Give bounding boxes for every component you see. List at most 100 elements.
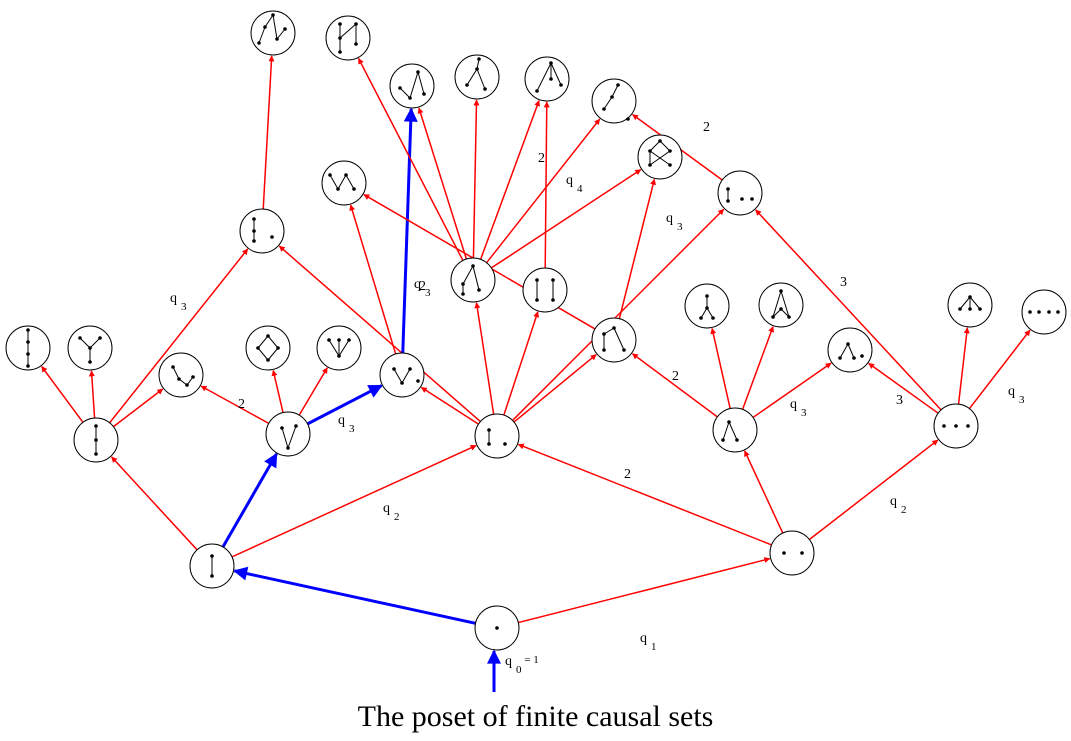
node-n10: [158, 352, 204, 398]
label-base: q: [414, 277, 421, 292]
causal-set-element: [191, 375, 195, 379]
node-circle: [265, 411, 311, 457]
causal-link: [772, 290, 782, 318]
edge-n5-n23: [512, 208, 725, 421]
node-circle: [245, 325, 291, 371]
label-base: 2: [624, 467, 631, 482]
causal-set-element: [280, 426, 284, 430]
node-n12: [316, 325, 362, 371]
causal-set-element: [461, 282, 465, 286]
causal-set-element: [471, 264, 475, 268]
edge-label-l_2f: 2: [419, 279, 426, 294]
causal-set-element: [852, 356, 856, 360]
causal-set-element: [495, 626, 499, 630]
causal-link: [649, 150, 671, 166]
edge-n1-n3: [111, 456, 198, 551]
edge-label-l_3b: 3: [896, 393, 903, 408]
edge-n5-n14: [513, 354, 597, 423]
causal-set-element: [347, 338, 351, 342]
causal-link: [550, 62, 562, 86]
causal-set-element: [477, 288, 481, 292]
edge-label-l_2c: 2: [672, 369, 679, 384]
causal-link: [969, 296, 981, 310]
causal-link: [466, 68, 478, 86]
causal-link: [89, 337, 101, 349]
label-base: 2: [538, 151, 545, 166]
node-circle: [1021, 289, 1067, 335]
node-circle: [321, 160, 367, 206]
node-circle: [769, 530, 815, 576]
causal-set-element: [88, 346, 92, 350]
node-n21: [450, 257, 496, 303]
node-n24: [321, 160, 367, 206]
causal-set-element: [968, 307, 972, 311]
causal-set-element: [252, 239, 256, 243]
causal-set-element: [477, 57, 481, 61]
causal-link: [409, 71, 419, 99]
causal-set-element: [94, 424, 98, 428]
node-n11: [245, 325, 291, 371]
causal-link: [276, 28, 286, 40]
node-n20: [239, 208, 285, 254]
node-n29: [454, 54, 500, 100]
edge-n4-n11: [271, 369, 284, 413]
node-n31: [591, 78, 637, 124]
label-subscript: 2: [394, 511, 400, 523]
node-n18: [947, 282, 993, 328]
edge-n6-n17: [752, 362, 832, 419]
edge-label-l_q3b: q3: [338, 413, 355, 435]
node-n3: [73, 417, 119, 463]
causal-set-element: [668, 163, 672, 167]
causal-set-element: [721, 438, 725, 442]
edge-n21-n31: [486, 118, 601, 264]
causal-set-element: [549, 77, 553, 81]
causal-link: [700, 307, 708, 319]
edge-n22-n30: [543, 101, 550, 269]
causal-set-element: [271, 13, 275, 17]
causal-set-element: [535, 89, 539, 93]
node-circle: [474, 413, 520, 459]
label-base: q: [505, 654, 512, 669]
causal-link: [79, 337, 91, 349]
causal-set-element: [648, 149, 652, 153]
causal-set-element: [94, 438, 98, 442]
node-circle: [712, 407, 758, 453]
label-subscript: 4: [577, 183, 583, 195]
node-n23: [717, 170, 763, 216]
causal-set-element: [338, 22, 342, 26]
causal-set-element: [535, 278, 539, 282]
causal-set-element: [422, 92, 426, 96]
causal-set-element: [94, 452, 98, 456]
causal-set-element: [727, 420, 731, 424]
edge-label-l_q1: q1: [640, 631, 657, 653]
causal-set-element: [483, 87, 487, 91]
causal-link: [959, 296, 971, 310]
causal-set-element: [336, 187, 340, 191]
edge-n1-n5: [231, 444, 477, 558]
diagram-caption: The poset of finite causal sets: [357, 700, 714, 733]
causal-set-element: [337, 354, 341, 358]
causal-set-element: [294, 424, 298, 428]
causal-set-element: [416, 70, 420, 74]
causal-link: [706, 307, 714, 319]
causal-set-element: [465, 83, 469, 87]
causal-set-element: [551, 278, 555, 282]
causal-set-element: [327, 338, 331, 342]
causal-set-element: [771, 315, 775, 319]
edge-n0-n1: [233, 566, 476, 625]
edge-n4-n13: [306, 384, 383, 426]
edge-n20-n26: [262, 55, 275, 210]
causal-set-element: [782, 551, 786, 555]
edge-label-l_2e: 2: [538, 151, 545, 166]
node-circle: [158, 352, 204, 398]
causal-link: [329, 174, 339, 190]
causal-set-element: [616, 83, 620, 87]
causal-set-element: [210, 574, 214, 578]
node-circle: [379, 352, 425, 398]
edge-n3-n9: [88, 370, 96, 419]
causal-link: [536, 62, 552, 92]
causal-set-element: [942, 424, 946, 428]
label-base: q: [890, 494, 897, 509]
causal-link: [399, 87, 411, 99]
